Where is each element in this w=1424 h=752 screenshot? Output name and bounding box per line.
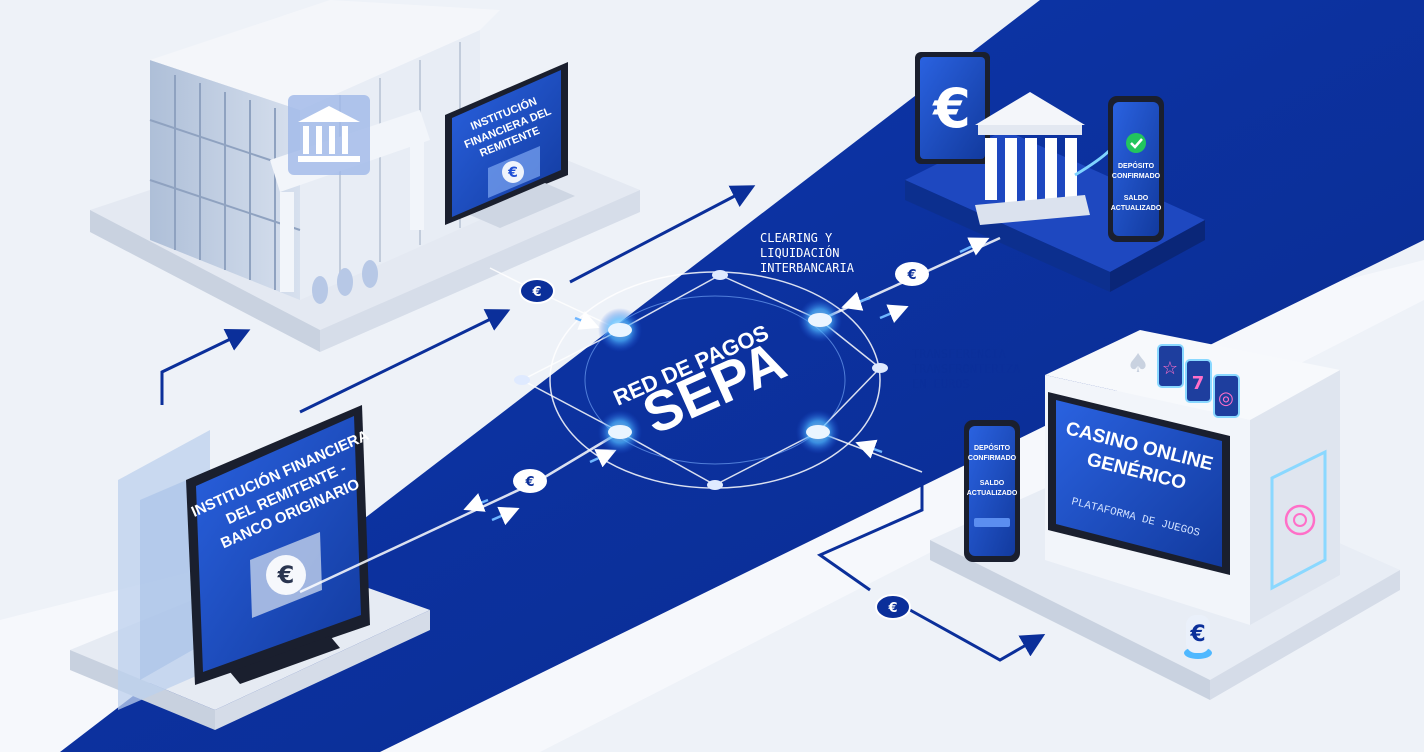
sender-building: INSTITUCIÓN FINANCIERA DEL REMITENTE € xyxy=(90,0,640,352)
euro-symbol: € xyxy=(507,165,518,181)
check-icon xyxy=(1126,133,1146,153)
slot-machine-icon: ♠ ☆ 7 ◎ xyxy=(1126,344,1240,418)
euro-icon: € xyxy=(931,77,971,140)
arrow-building-out xyxy=(569,185,756,284)
euro-token: € xyxy=(519,278,555,304)
recipient-phone-line4: ACTUALIZADO xyxy=(1111,205,1162,212)
transfer-label: TRANSFERENCIA TRANSFRONTERIZA EN EUROS xyxy=(912,347,1021,391)
euro-symbol: € xyxy=(277,561,295,589)
chips-icon xyxy=(1270,449,1327,591)
transfer-line2: TRANSFRONTERIZA xyxy=(912,362,1021,376)
slot-symbol-3: 7 xyxy=(1192,373,1205,394)
recipient-phone-line3: SALDO xyxy=(1124,195,1149,202)
transfer-line3: EN EUROS xyxy=(912,377,970,391)
euro-icon: € xyxy=(1184,615,1212,659)
network-nodes xyxy=(514,270,888,490)
euro-token-label: € xyxy=(531,285,541,300)
flow-arrows xyxy=(160,185,1046,662)
arrow-to-casino-a xyxy=(816,472,924,592)
clearing-label: CLEARING Y LIQUIDACIÓN INTERBANCARIA xyxy=(760,231,855,275)
euro-symbol: € xyxy=(1189,622,1205,647)
clearing-line2: LIQUIDACIÓN xyxy=(760,245,839,260)
euro-token-label: € xyxy=(906,268,916,283)
transfer-line1: TRANSFERENCIA xyxy=(912,347,1007,361)
origin-bank-kiosk: INSTITUCIÓN FINANCIERA DEL REMITENTE - B… xyxy=(70,405,430,730)
arrow-origin-up xyxy=(160,329,251,405)
recipient-phone: DEPÓSITO CONFIRMADO SALDO ACTUALIZADO xyxy=(1108,96,1164,242)
euro-token: € xyxy=(513,469,547,493)
euro-tablet: € xyxy=(915,52,990,164)
bank-icon xyxy=(975,92,1090,225)
euro-token-label: € xyxy=(887,601,897,616)
recipient-phone-line2: CONFIRMADO xyxy=(1112,173,1161,180)
euro-icon: € xyxy=(250,532,322,618)
clearing-line1: CLEARING Y xyxy=(760,231,833,245)
euro-token: € xyxy=(895,262,929,286)
euro-symbol: € xyxy=(931,77,971,140)
slot-symbol-2: ☆ xyxy=(1162,358,1178,379)
casino-phone-line3: SALDO xyxy=(980,480,1005,487)
casino-phone-line2: CONFIRMADO xyxy=(968,455,1017,462)
casino-phone: DEPÓSITO CONFIRMADO SALDO ACTUALIZADO xyxy=(964,420,1020,562)
slot-symbol-1: ♠ xyxy=(1126,349,1149,379)
arrow-to-casino-b xyxy=(909,608,1046,662)
slot-symbol-4: ◎ xyxy=(1218,388,1234,409)
recipient-bank: € DEPÓSITO CONFIRMADO SALDO ACTU xyxy=(905,52,1205,292)
euro-token-label: € xyxy=(524,475,534,490)
casino-platform: ♠ ☆ 7 ◎ CASINO ONLINE GENÉRICO PLATAFORM… xyxy=(930,330,1400,700)
euro-icon: € xyxy=(488,146,540,198)
casino-phone-line1: DEPÓSITO xyxy=(974,443,1011,452)
clearing-line3: INTERBANCARIA xyxy=(760,261,855,275)
flow-tokens: € € € € xyxy=(513,262,929,620)
recipient-phone-line1: DEPÓSITO xyxy=(1118,161,1155,170)
arrow-origin-to-building xyxy=(299,309,511,414)
bank-icon xyxy=(288,95,370,175)
euro-token: € xyxy=(875,594,911,620)
casino-phone-line4: ACTUALIZADO xyxy=(967,490,1018,497)
